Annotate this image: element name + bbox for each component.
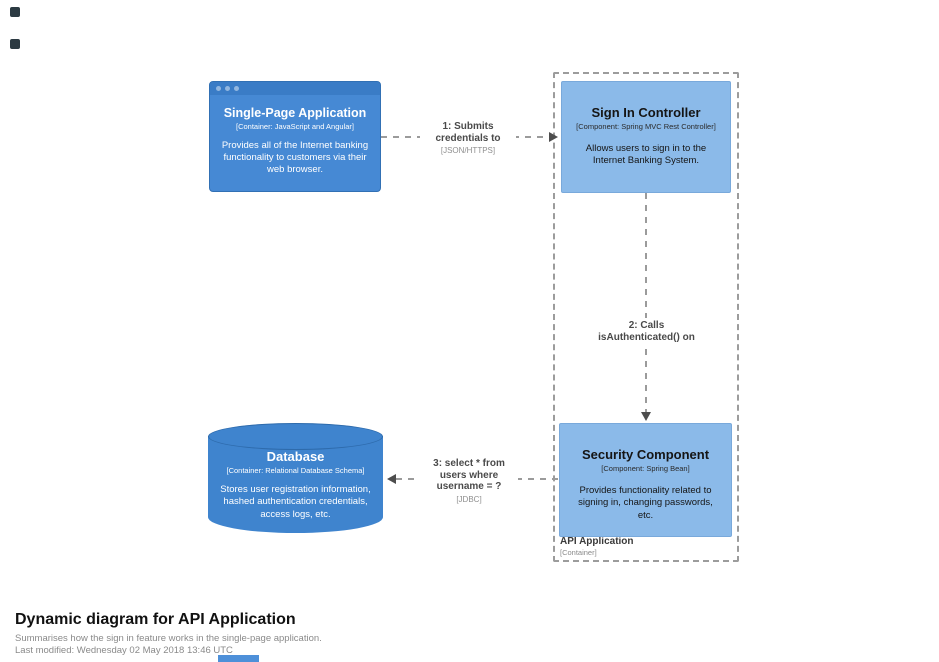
diagram-title: Dynamic diagram for API Application [15, 611, 296, 628]
boundary-title: API Application [560, 536, 634, 547]
edge1-label[interactable]: 1: Submits credentials to [JSON/HTTPS] [420, 119, 516, 157]
node-description: Provides functionality related to signin… [578, 485, 713, 521]
node-description: Provides all of the Internet banking fun… [221, 140, 369, 176]
node-title: Single-Page Application [223, 106, 367, 120]
node-single-page-application[interactable]: Single-Page Application [Container: Java… [209, 81, 381, 192]
node-meta: [Container: Relational Database Schema] [226, 466, 365, 475]
edge3-label[interactable]: 3: select * from users where username = … [420, 456, 518, 506]
edge-text: 3: select * from users where username = … [433, 458, 505, 492]
node-sign-in-controller[interactable]: Sign In Controller [Component: Spring MV… [561, 81, 731, 193]
top-left-marker-icon[interactable] [10, 39, 20, 49]
progress-thumb[interactable] [218, 655, 259, 662]
node-meta: [Container: JavaScript and Angular] [236, 122, 354, 132]
edge-text: 2: Calls isAuthenticated() on [598, 320, 695, 343]
window-dot-icon [225, 86, 230, 91]
edge-technology: [JSON/HTTPS] [440, 146, 496, 155]
node-title: Security Component [581, 447, 710, 462]
database-cylinder-rim [208, 423, 383, 450]
boundary-meta: [Container] [560, 548, 597, 557]
top-left-marker-icon[interactable] [10, 7, 20, 17]
node-title: Database [266, 449, 325, 464]
node-meta: [Component: Spring Bean] [601, 464, 690, 473]
node-title: Sign In Controller [591, 105, 701, 120]
boundary-label: API Application [Container] [560, 536, 634, 557]
node-database[interactable]: Database [Container: Relational Database… [208, 423, 383, 533]
window-dot-icon [216, 86, 221, 91]
edge-technology: [JDBC] [456, 494, 482, 504]
window-dot-icon [234, 86, 239, 91]
node-description: Allows users to sign in to the Internet … [585, 143, 707, 167]
diagram-last-modified: Last modified: Wednesday 02 May 2018 13:… [15, 645, 233, 656]
node-security-component[interactable]: Security Component [Component: Spring Be… [559, 423, 732, 537]
edge3-arrowhead-icon [387, 474, 396, 484]
node-description: Stores user registration information, ha… [220, 484, 371, 520]
edge2-arrowhead-icon [641, 412, 651, 421]
browser-titlebar [210, 82, 380, 95]
edge2-line [645, 193, 647, 412]
database-cylinder-body [208, 436, 383, 533]
diagram-description: Summarises how the sign in feature works… [15, 633, 322, 644]
node-meta: [Component: Spring MVC Rest Controller] [576, 122, 716, 131]
edge-text: 1: Submits credentials to [435, 121, 501, 144]
boundary-api-application[interactable]: API Application [Container] [553, 72, 739, 562]
edge1-arrowhead-icon [549, 132, 558, 142]
edge2-label[interactable]: 2: Calls isAuthenticated() on [594, 318, 699, 345]
